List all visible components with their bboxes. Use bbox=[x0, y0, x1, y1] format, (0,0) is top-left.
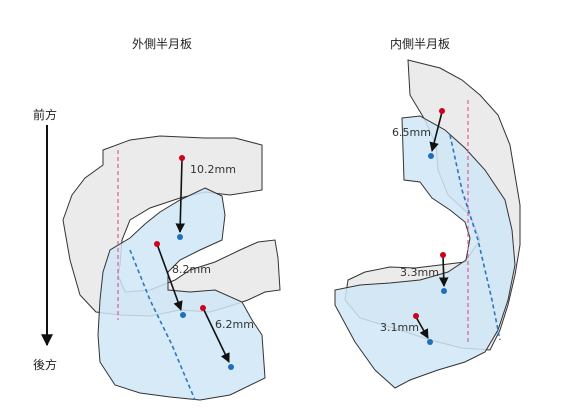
medial-start-point-1 bbox=[439, 108, 445, 114]
lateral-start-point-1 bbox=[179, 155, 185, 161]
medial-displacement-arrow-2 bbox=[438, 255, 449, 287]
lateral-measurement-2: 8.2mm bbox=[172, 263, 211, 276]
lateral-blue-reference-line bbox=[129, 249, 196, 401]
lateral-end-point-3 bbox=[228, 364, 234, 370]
lateral-meniscus bbox=[62, 135, 281, 401]
medial-end-point-2 bbox=[441, 288, 447, 294]
medial-measurement-1: 6.5mm bbox=[392, 126, 431, 139]
lateral-measurement-3: 6.2mm bbox=[215, 318, 254, 331]
medial-measurement-3: 3.1mm bbox=[380, 321, 419, 334]
medial-meniscus-after bbox=[334, 115, 516, 389]
anterior-label: 前方 bbox=[33, 108, 58, 122]
medial-displacement-arrow-3 bbox=[415, 316, 429, 339]
lateral-measurement-1: 10.2mm bbox=[190, 163, 236, 176]
lateral-displacement-arrow-1 bbox=[175, 158, 186, 233]
medial-blue-reference-line bbox=[449, 134, 501, 341]
medial-measurement-2: 3.3mm bbox=[400, 266, 439, 279]
lateral-start-point-3 bbox=[200, 305, 206, 311]
medial-displacement-arrow-1 bbox=[429, 111, 443, 152]
lateral-meniscus-after bbox=[97, 187, 266, 401]
lateral-end-point-2 bbox=[180, 312, 186, 318]
lateral-meniscus-title: 外側半月板 bbox=[132, 37, 193, 51]
lateral-end-point-1 bbox=[177, 234, 183, 240]
lateral-displacement-arrow-2 bbox=[156, 243, 183, 311]
lateral-start-point-2 bbox=[154, 241, 160, 247]
medial-meniscus bbox=[334, 59, 521, 389]
medial-start-point-3 bbox=[413, 313, 419, 319]
lateral-displacement-arrow-3 bbox=[202, 307, 230, 363]
medial-end-point-3 bbox=[427, 339, 433, 345]
posterior-label: 後方 bbox=[33, 358, 58, 372]
medial-start-point-2 bbox=[440, 252, 446, 258]
medial-meniscus-title: 内側半月板 bbox=[390, 37, 451, 51]
medial-end-point-1 bbox=[428, 153, 434, 159]
